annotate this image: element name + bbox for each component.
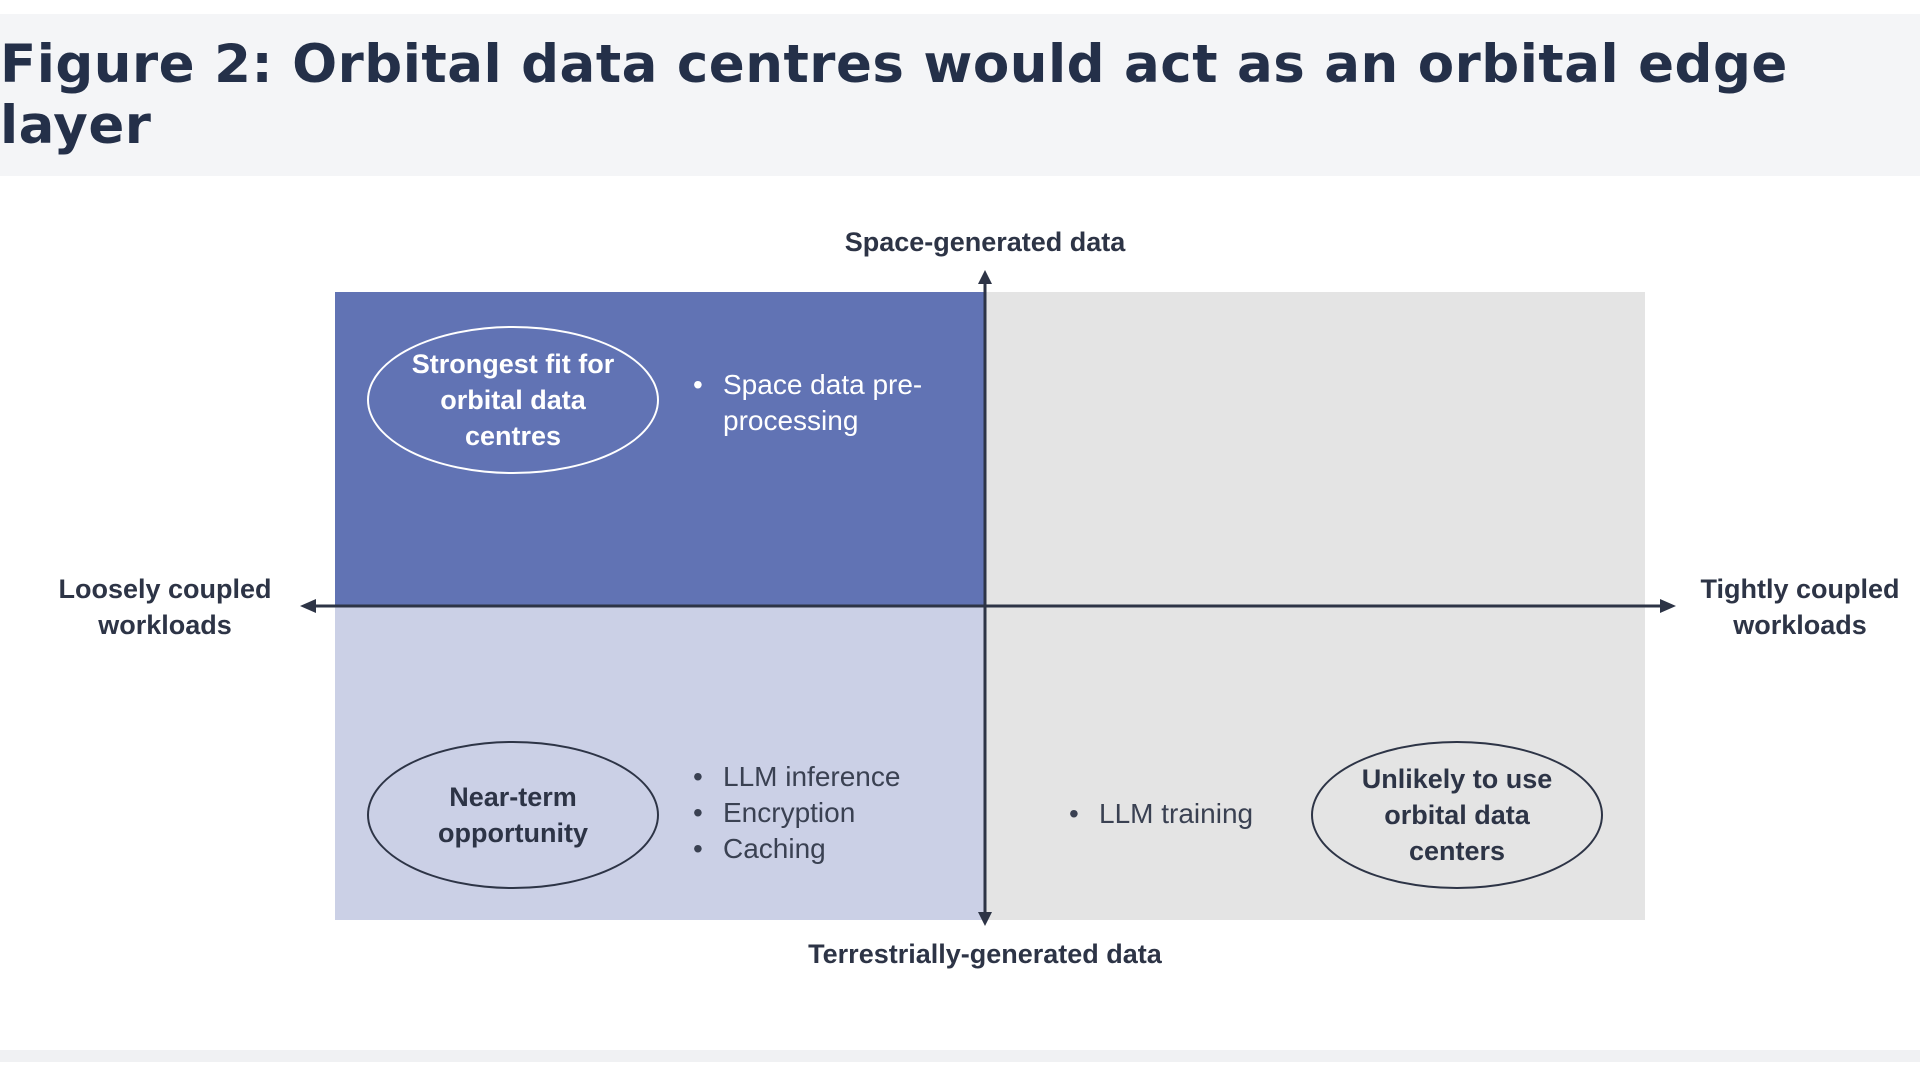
ellipse-strongest-fit: Strongest fit for orbital data centres [367, 326, 659, 474]
quadrant-top-right [985, 292, 1645, 606]
ellipse-label: Strongest fit for orbital data centres [411, 349, 615, 451]
ellipse-label: Unlikely to use orbital data centers [1361, 764, 1553, 866]
ellipse-unlikely: Unlikely to use orbital data centers [1311, 741, 1603, 889]
list-item: Space data pre-processing [693, 367, 973, 439]
list-item: Encryption [693, 795, 973, 831]
up-arrow-icon [978, 270, 992, 284]
axis-label-right: Tightly coupled workloads [1700, 574, 1900, 640]
list-item: LLM training [1069, 796, 1299, 832]
ellipse-label: Near-term opportunity [438, 782, 588, 848]
bullet-list-bottom-left: LLM inference Encryption Caching [693, 759, 973, 867]
right-arrow-icon [1660, 599, 1676, 613]
figure-title: Figure 2: Orbital data centres would act… [0, 34, 1788, 156]
axis-label-left: Loosely coupled workloads [58, 574, 272, 640]
bullet-list-bottom-right: LLM training [1069, 796, 1299, 832]
bullet-list-top-left: Space data pre-processing [693, 367, 973, 439]
bottom-divider [0, 1050, 1920, 1062]
axis-label-bottom: Terrestrially-generated data [808, 939, 1162, 969]
left-arrow-icon [300, 599, 316, 613]
list-item: LLM inference [693, 759, 973, 795]
axis-label-top: Space-generated data [844, 227, 1126, 257]
title-band: Figure 2: Orbital data centres would act… [0, 14, 1920, 176]
ellipse-near-term: Near-term opportunity [367, 741, 659, 889]
list-item: Caching [693, 831, 973, 867]
